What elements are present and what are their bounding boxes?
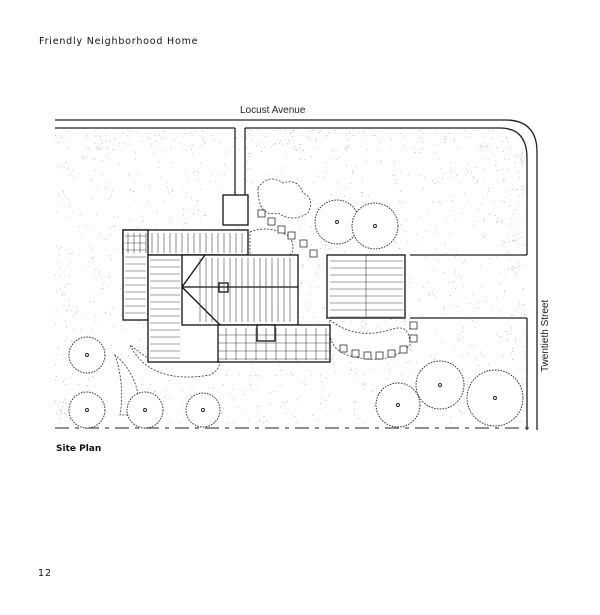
tree-trunk bbox=[85, 353, 89, 357]
street-label-locust: Locust Avenue bbox=[240, 105, 306, 116]
hatch-lines bbox=[125, 233, 403, 360]
stepping-stone bbox=[277, 225, 286, 234]
page-number: 12 bbox=[38, 568, 53, 579]
stepping-stone bbox=[267, 217, 276, 226]
main-roof bbox=[181, 254, 299, 326]
stepping-stone bbox=[375, 351, 384, 360]
tree-trunk bbox=[143, 408, 147, 412]
road-inner-edge bbox=[55, 127, 528, 430]
stepping-stone bbox=[351, 349, 360, 358]
chimney-deck bbox=[222, 194, 249, 226]
road-outer-edge bbox=[55, 119, 538, 430]
stepping-stone bbox=[339, 344, 348, 353]
tree-trunk bbox=[335, 220, 339, 224]
roof-ridges bbox=[181, 254, 298, 326]
walk-edges bbox=[410, 254, 527, 319]
stepping-stone bbox=[309, 249, 318, 258]
figure-caption: Site Plan bbox=[56, 444, 102, 454]
stepping-stone bbox=[409, 334, 418, 343]
shrubs bbox=[114, 178, 411, 416]
trees bbox=[68, 199, 524, 429]
driveway-edges bbox=[234, 128, 246, 200]
stepping-stone bbox=[363, 351, 372, 360]
tree-trunk bbox=[373, 224, 377, 228]
street-label-twentieth: Twentieth Street bbox=[540, 300, 551, 372]
stepping-stone bbox=[399, 345, 408, 354]
tree-trunk bbox=[201, 408, 205, 412]
stepping-stone bbox=[299, 239, 308, 248]
stepping-stones bbox=[257, 209, 418, 360]
roof-hatching bbox=[125, 233, 403, 360]
tree-trunk bbox=[396, 403, 400, 407]
running-header: Friendly Neighborhood Home bbox=[39, 36, 199, 47]
stepping-stone bbox=[409, 321, 418, 330]
roads bbox=[55, 119, 538, 430]
tree-trunk bbox=[438, 383, 442, 387]
tree-trunk bbox=[85, 408, 89, 412]
stepping-stone bbox=[387, 349, 396, 358]
stepping-stone bbox=[257, 209, 266, 218]
tree-trunk bbox=[493, 396, 497, 400]
left-wing-roof bbox=[122, 229, 149, 321]
stepping-stone bbox=[287, 231, 296, 240]
